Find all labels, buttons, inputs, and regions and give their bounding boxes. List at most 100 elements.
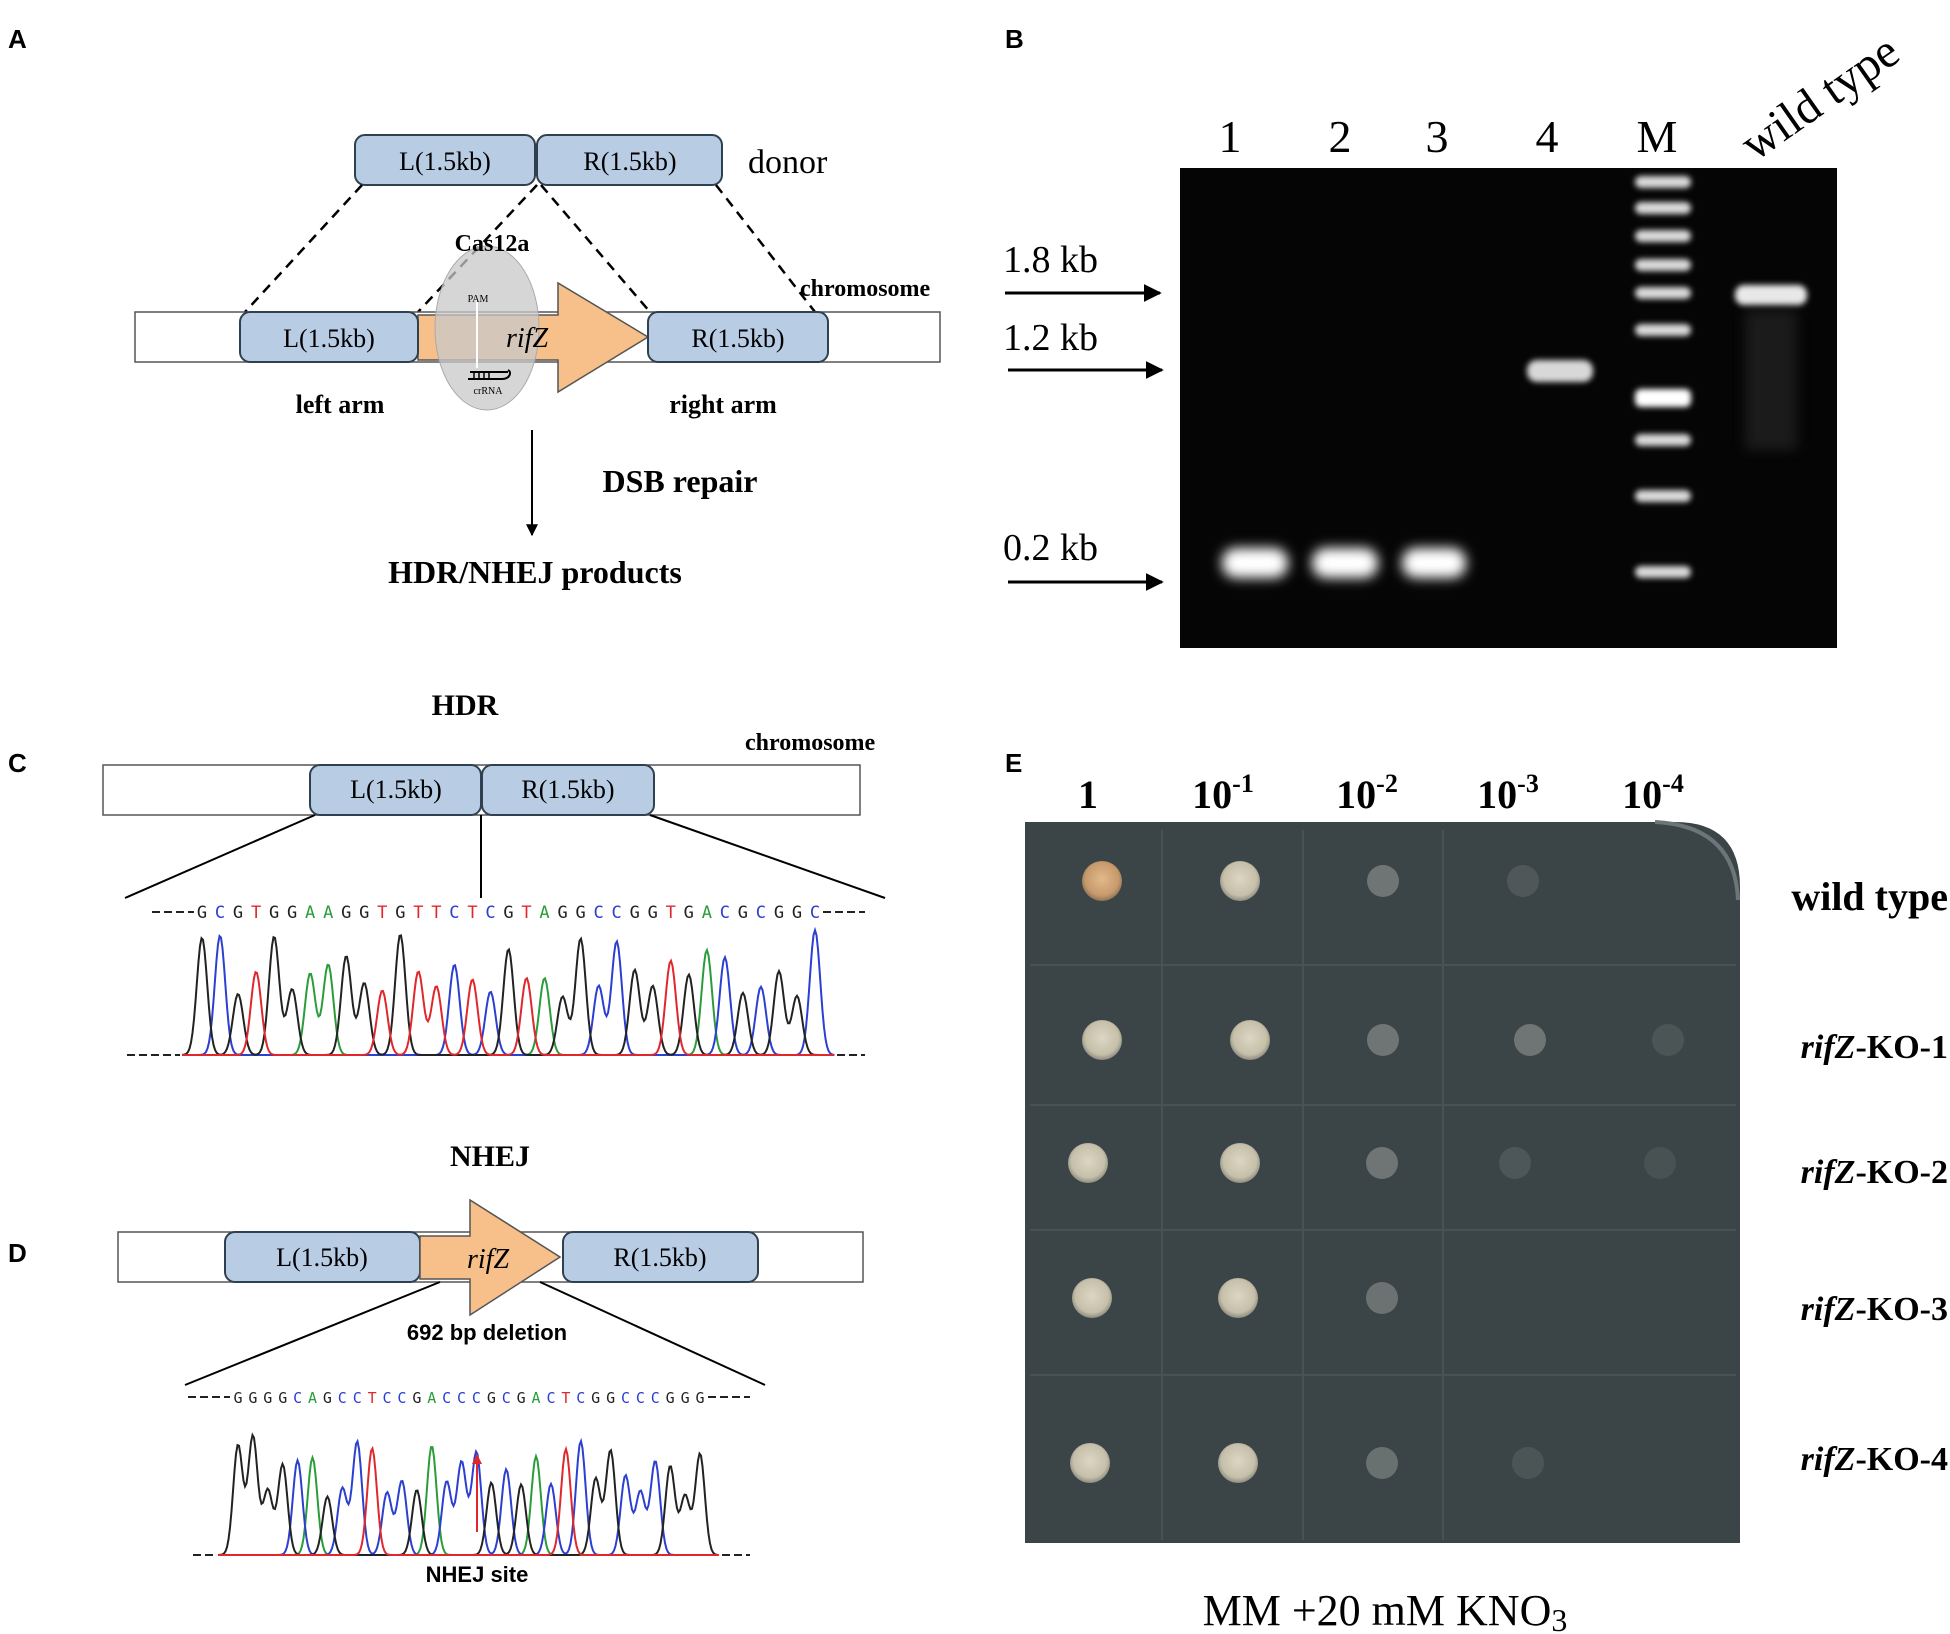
dsb-repair-label: DSB repair	[603, 463, 758, 499]
colony-spot	[1514, 1024, 1546, 1056]
size-marker-0-2kb: 0.2 kb	[1003, 527, 1098, 569]
colony-spot	[1644, 1147, 1676, 1179]
right-arm-label: right arm	[669, 390, 777, 419]
strain-label: rifZ-KO-4	[1801, 1441, 1948, 1478]
pam-label: PAM	[468, 294, 489, 305]
hdr-zoom-line	[649, 814, 886, 899]
size-marker-1-8kb: 1.8 kb	[1003, 239, 1098, 281]
colony-spot	[1220, 861, 1260, 901]
products-label: HDR/NHEJ products	[388, 554, 682, 590]
donor-label: donor	[748, 144, 828, 181]
colony-spot	[1366, 1147, 1398, 1179]
nhej-right-box	[562, 1231, 759, 1283]
strain-label: rifZ-KO-2	[1801, 1154, 1948, 1191]
hdr-left-box-label: L(1.5kb)	[350, 775, 442, 804]
smear-wild-type	[1745, 310, 1797, 450]
colony-spot	[1218, 1443, 1258, 1483]
trace-T	[218, 1445, 719, 1556]
dilution-label: 10-3	[1477, 769, 1539, 817]
band-lane-2	[1312, 548, 1378, 578]
nhej-chromatogram	[193, 1432, 750, 1556]
nhej-site-label: NHEJ site	[426, 1562, 529, 1587]
dilution-label: 10-4	[1622, 769, 1684, 817]
ladder-band	[1635, 324, 1691, 336]
colony-spot	[1218, 1278, 1258, 1318]
deletion-label: 692 bp deletion	[407, 1320, 567, 1345]
colony-spot	[1507, 865, 1539, 897]
rifz-gene-label: rifZ	[506, 323, 548, 354]
ladder-band	[1635, 176, 1691, 188]
panel-letter-a: A	[8, 24, 27, 54]
lane-label: 1	[1219, 111, 1242, 162]
colony-spot	[1367, 865, 1399, 897]
band-lane-1	[1222, 548, 1288, 578]
nhej-rifz-gene-arrow	[419, 1198, 562, 1317]
nhej-zoom-line	[539, 1281, 766, 1386]
ladder-band	[1635, 287, 1691, 299]
colony-spot	[1652, 1024, 1684, 1056]
gel-bands	[1222, 176, 1807, 578]
ladder-band	[1635, 566, 1691, 578]
strain-label: rifZ-KO-3	[1801, 1291, 1948, 1328]
dilution-label: 10-1	[1192, 769, 1254, 817]
ladder-band	[1635, 434, 1691, 446]
crrna-icon	[468, 369, 511, 380]
trace-G	[181, 934, 835, 1056]
colony-spot	[1068, 1143, 1108, 1183]
strain-labels: wild typerifZ-KO-1rifZ-KO-2rifZ-KO-3rifZ…	[1791, 874, 1948, 1478]
nhej-zoom-line	[184, 1281, 441, 1386]
band-wild-type	[1735, 285, 1807, 305]
right-arm-box	[647, 311, 829, 363]
panel-letter-e: E	[1005, 748, 1022, 778]
band-lane-4	[1527, 360, 1593, 382]
lane-label: 4	[1536, 111, 1559, 162]
hdr-right-box-label: R(1.5kb)	[521, 775, 614, 804]
trace-C	[218, 1437, 719, 1556]
homology-line	[244, 184, 363, 313]
homology-line	[540, 184, 651, 313]
dilution-label: 1	[1078, 772, 1098, 817]
left-arm-box	[239, 311, 419, 363]
lane-label: 2	[1329, 111, 1352, 162]
cas12a-label: Cas12a	[455, 231, 530, 257]
donor-right-box	[536, 134, 723, 186]
ladder-bands	[1635, 176, 1691, 578]
nhej-right-box-label: R(1.5kb)	[613, 1243, 706, 1272]
panel-d: NHEJ rifZ L(1.5kb) R(1.5kb) 692 bp delet…	[117, 1140, 864, 1587]
colony-spot	[1499, 1147, 1531, 1179]
strain-label: wild type	[1791, 874, 1948, 919]
ladder-band	[1635, 389, 1691, 407]
lane-label: 3	[1426, 111, 1449, 162]
colony-spot	[1082, 861, 1122, 901]
colony-spot	[1512, 1447, 1544, 1479]
homology-line	[715, 184, 816, 313]
ladder-band	[1635, 202, 1691, 214]
trace-T	[182, 958, 835, 1056]
panel-letter-b: B	[1005, 24, 1024, 54]
lane-label-wild-type: wild type	[1731, 24, 1909, 171]
ladder-band	[1635, 490, 1691, 502]
dilution-label: 10-2	[1336, 769, 1398, 817]
crrna-label: crRNA	[474, 386, 504, 397]
colony-spots	[1068, 861, 1684, 1483]
medium-label: MM +20 mM KNO3	[1203, 1586, 1568, 1634]
left-arm-box-label: L(1.5kb)	[283, 324, 375, 353]
colony-spot	[1070, 1443, 1110, 1483]
nhej-left-box-label: L(1.5kb)	[276, 1243, 368, 1272]
nhej-title: NHEJ	[450, 1140, 530, 1173]
gel-image	[1180, 168, 1837, 648]
donor-left-box	[354, 134, 536, 186]
left-arm-label: left arm	[296, 390, 385, 419]
nhej-rifz-gene-label: rifZ	[467, 1244, 509, 1275]
colony-spot	[1072, 1278, 1112, 1318]
right-arm-box-label: R(1.5kb)	[691, 324, 784, 353]
cas12a-ellipse	[434, 245, 540, 411]
